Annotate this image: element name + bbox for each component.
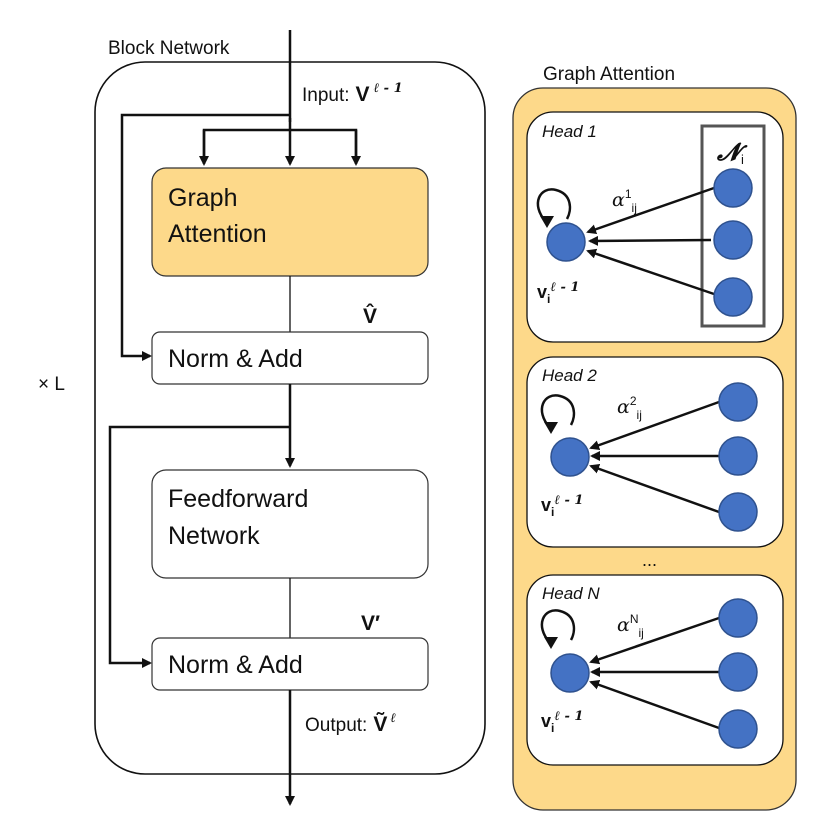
head-2-graph: α2ij viℓ - 1 (540, 382, 758, 532)
neighbor-node (718, 382, 758, 422)
attention-weight-label-1: α1ij (612, 187, 637, 215)
neighbor-node (713, 220, 753, 260)
head-label-n: Head N (542, 584, 600, 603)
neighbor-node (718, 436, 758, 476)
feedforward-label-2: Network (168, 522, 260, 550)
neighbor-node (713, 168, 753, 208)
neighborhood-box (700, 124, 766, 328)
target-node (550, 437, 590, 477)
neighbor-node (718, 709, 758, 749)
node-label-1: viℓ - 1 (537, 280, 579, 306)
graph-attention-label-1: Graph (168, 184, 237, 212)
graph-attention-label-2: Attention (168, 220, 267, 248)
neighbor-node (718, 492, 758, 532)
node-label-n: viℓ - 1 (541, 709, 583, 735)
target-node (546, 222, 586, 262)
residual-connection-1 (120, 113, 290, 361)
self-loop-icon (540, 394, 576, 429)
attention-weight-label-n: αNij (617, 612, 644, 640)
attention-weight-label-2: α2ij (617, 394, 642, 422)
neighbor-node (718, 598, 758, 638)
v-hat-label: V̂ (363, 303, 377, 328)
self-loop-icon (536, 188, 572, 223)
heads-ellipsis: ... (642, 550, 657, 570)
head-label-2: Head 2 (542, 366, 597, 385)
head-label-1: Head 1 (542, 122, 597, 141)
graph-attention-panel-title: Graph Attention (543, 64, 675, 85)
repeat-label: × L (38, 374, 65, 395)
target-node (550, 653, 590, 693)
norm-add-label-2: Norm & Add (168, 651, 303, 679)
head-n-graph: αNij viℓ - 1 (540, 598, 758, 749)
feedforward-label-1: Feedforward (168, 485, 308, 513)
head-1-graph: α1ij viℓ - 1 (536, 168, 753, 317)
norm-add-label-1: Norm & Add (168, 345, 303, 373)
self-loop-icon (540, 609, 576, 644)
residual-connection-2 (108, 425, 290, 668)
block-network-title: Block Network (108, 38, 230, 59)
node-label-2: viℓ - 1 (541, 493, 583, 519)
v-prime-label: V′ (361, 612, 380, 635)
neighbor-node (713, 277, 753, 317)
neighbor-node (718, 652, 758, 692)
